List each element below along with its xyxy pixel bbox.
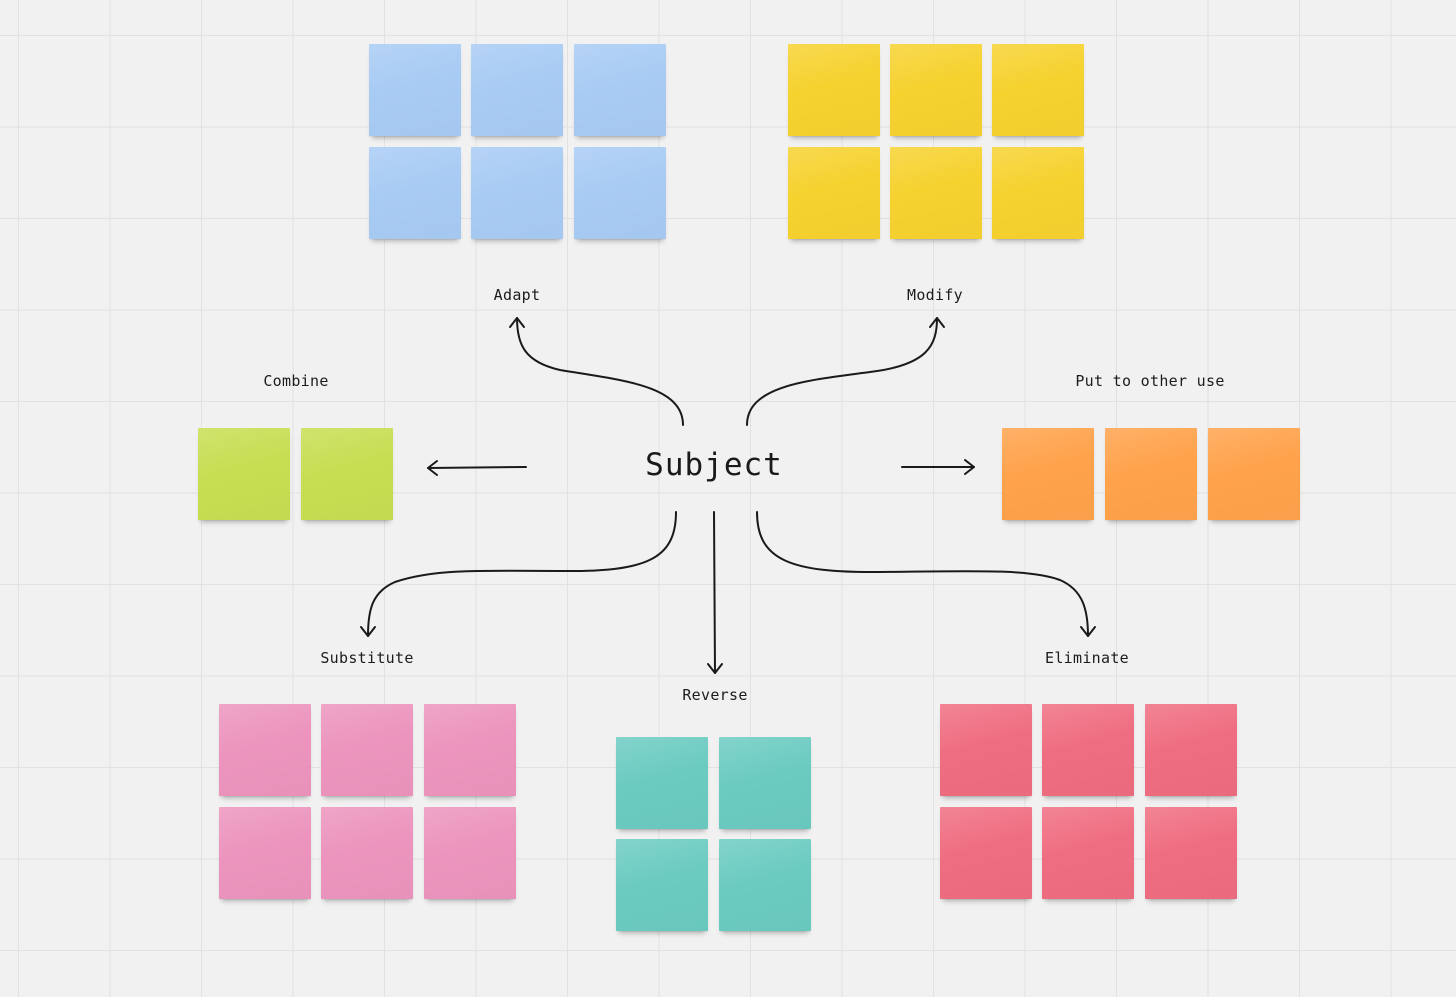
sticky-note[interactable] — [719, 839, 811, 931]
sticky-note[interactable] — [321, 704, 413, 796]
sticky-note[interactable] — [1002, 428, 1094, 520]
arrow-to-put-to-other-use[interactable] — [901, 459, 975, 475]
sticky-note[interactable] — [321, 807, 413, 899]
label-reverse[interactable]: Reverse — [682, 686, 748, 704]
sticky-note[interactable] — [940, 807, 1032, 899]
sticky-note[interactable] — [616, 737, 708, 829]
sticky-note[interactable] — [301, 428, 393, 520]
sticky-note[interactable] — [219, 807, 311, 899]
sticky-note[interactable] — [198, 428, 290, 520]
sticky-note[interactable] — [1105, 428, 1197, 520]
sticky-note[interactable] — [369, 44, 461, 136]
subject-label[interactable]: Subject — [645, 447, 783, 483]
sticky-note[interactable] — [616, 839, 708, 931]
sticky-note[interactable] — [471, 44, 563, 136]
sticky-note[interactable] — [424, 807, 516, 899]
sticky-note[interactable] — [1042, 807, 1134, 899]
label-modify[interactable]: Modify — [907, 286, 963, 304]
sticky-note[interactable] — [890, 147, 982, 239]
sticky-note[interactable] — [1042, 704, 1134, 796]
label-put-to-other-use[interactable]: Put to other use — [1075, 372, 1225, 390]
sticky-note[interactable] — [940, 704, 1032, 796]
arrow-to-adapt[interactable] — [509, 317, 684, 426]
label-substitute[interactable]: Substitute — [320, 649, 414, 667]
sticky-note[interactable] — [1145, 807, 1237, 899]
sticky-note[interactable] — [992, 147, 1084, 239]
arrow-to-substitute[interactable] — [360, 511, 677, 637]
sticky-note[interactable] — [424, 704, 516, 796]
sticky-note[interactable] — [574, 44, 666, 136]
sticky-note[interactable] — [788, 147, 880, 239]
arrow-to-combine[interactable] — [427, 460, 527, 476]
label-adapt[interactable]: Adapt — [493, 286, 541, 304]
sticky-note[interactable] — [1208, 428, 1300, 520]
sticky-note[interactable] — [890, 44, 982, 136]
sticky-note[interactable] — [471, 147, 563, 239]
sticky-note[interactable] — [219, 704, 311, 796]
label-eliminate[interactable]: Eliminate — [1045, 649, 1129, 667]
arrow-to-modify[interactable] — [746, 317, 945, 426]
label-combine[interactable]: Combine — [263, 372, 329, 390]
arrow-to-eliminate[interactable] — [756, 511, 1096, 637]
sticky-note[interactable] — [574, 147, 666, 239]
sticky-note[interactable] — [992, 44, 1084, 136]
sticky-note[interactable] — [1145, 704, 1237, 796]
sticky-note[interactable] — [719, 737, 811, 829]
sticky-note[interactable] — [788, 44, 880, 136]
sticky-note[interactable] — [369, 147, 461, 239]
arrow-to-reverse[interactable] — [707, 511, 723, 674]
